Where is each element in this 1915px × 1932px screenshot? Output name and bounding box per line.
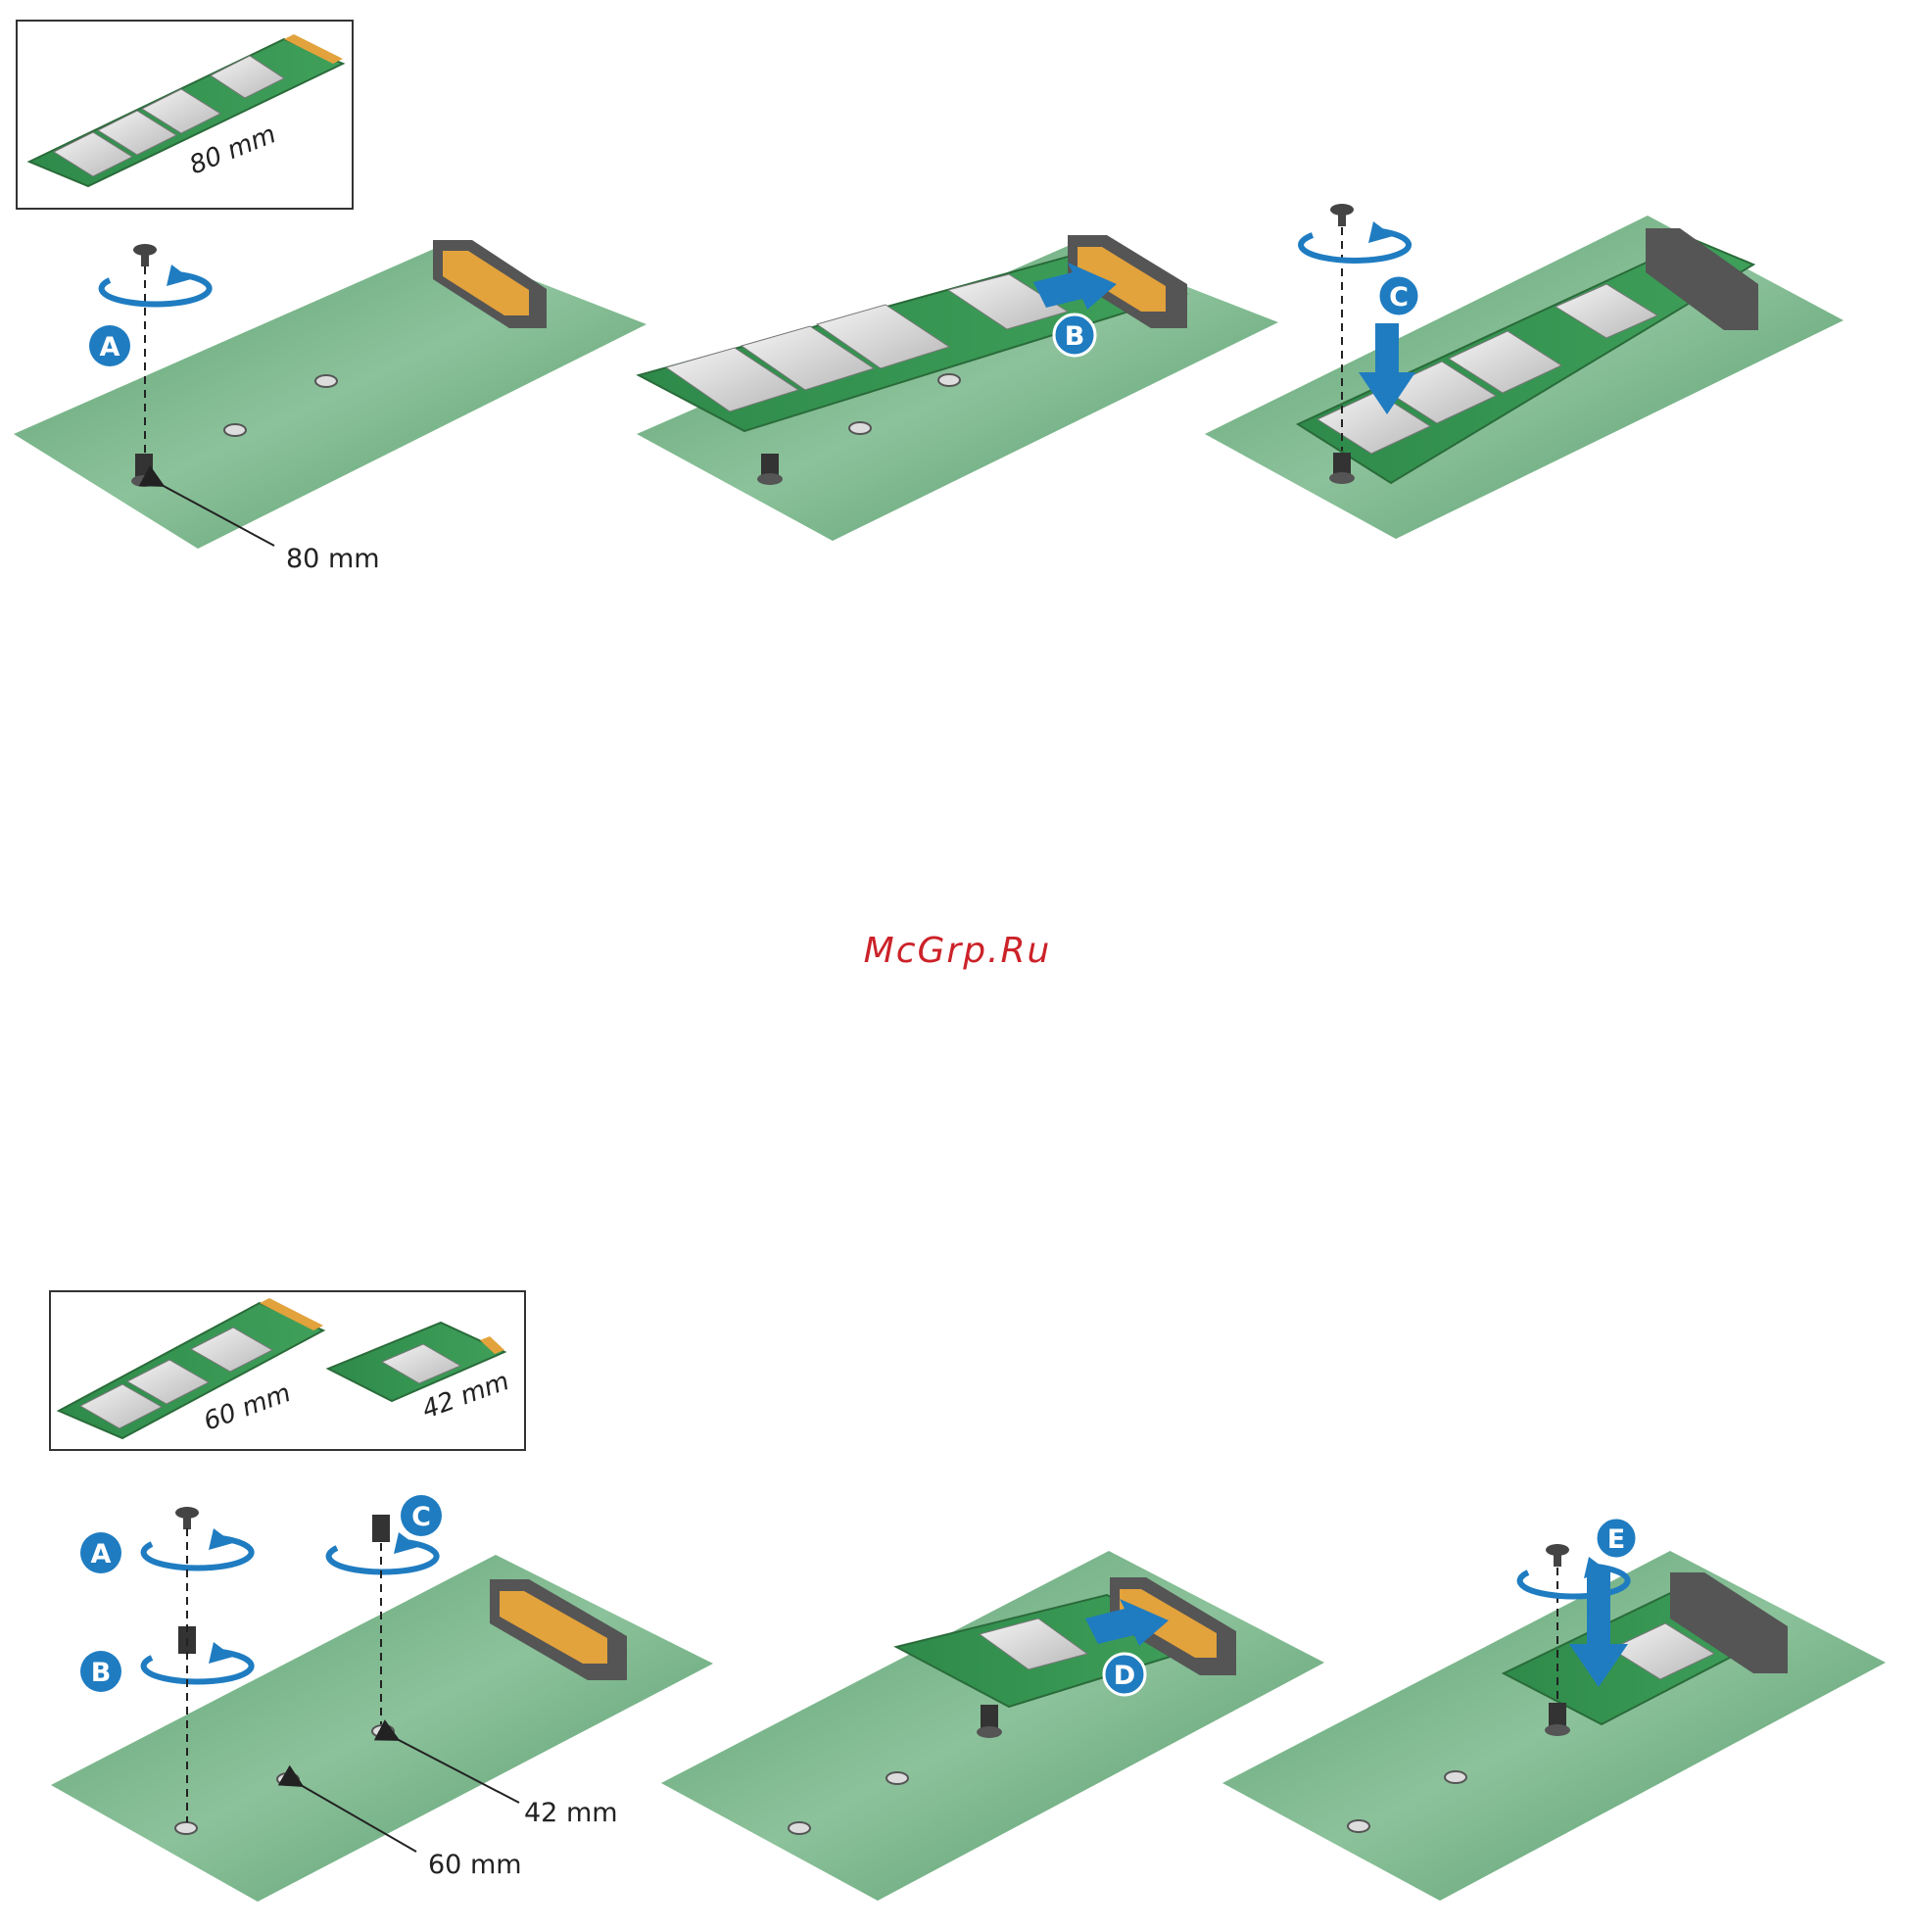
top-panel-3: C xyxy=(1205,204,1843,539)
svg-text:D: D xyxy=(1114,1661,1135,1691)
bottom-panel-2: D xyxy=(661,1551,1324,1901)
svg-text:A: A xyxy=(100,332,120,362)
standoff-hole xyxy=(849,422,871,434)
standoff-hole xyxy=(1445,1771,1466,1783)
rotate-arrow-icon xyxy=(1301,221,1409,261)
svg-text:C: C xyxy=(1389,282,1409,313)
bottom-panel-3: E xyxy=(1222,1518,1886,1901)
screw-icon xyxy=(1546,1544,1569,1567)
step-badge-a: A xyxy=(80,1532,121,1573)
callout-60mm: 60 mm xyxy=(428,1850,522,1880)
step-badge-c: C xyxy=(401,1495,442,1536)
standoff-hole xyxy=(886,1772,908,1784)
screw-icon xyxy=(1330,204,1354,226)
standoff-hole xyxy=(372,1725,394,1737)
rotate-arrow-icon xyxy=(144,1642,252,1681)
screw-icon xyxy=(175,1507,199,1529)
motherboard xyxy=(14,245,646,549)
svg-text:B: B xyxy=(1065,321,1085,352)
svg-text:C: C xyxy=(411,1502,431,1532)
rotate-arrow-icon xyxy=(102,265,210,304)
standoff-hole xyxy=(224,424,246,436)
callout-80mm: 80 mm xyxy=(286,544,380,574)
svg-text:B: B xyxy=(91,1658,112,1688)
top-panel-2: B xyxy=(637,235,1278,541)
step-badge-b: B xyxy=(1054,314,1095,356)
step-badge-d: D xyxy=(1104,1654,1145,1695)
watermark: McGrp.Ru xyxy=(0,931,1915,971)
bottom-panel-1: A B C 42 mm 60 mm xyxy=(51,1495,713,1902)
standoff-icon xyxy=(372,1515,390,1542)
standoff-hole xyxy=(277,1773,299,1785)
step-badge-e: E xyxy=(1596,1518,1637,1559)
legend-80mm: 80 mm xyxy=(17,21,353,209)
standoff-hole xyxy=(175,1822,197,1834)
rotate-arrow-icon xyxy=(1520,1557,1628,1596)
standoff-hole xyxy=(1348,1820,1369,1832)
screw-icon xyxy=(133,244,157,266)
top-panel-1: A 80 mm xyxy=(14,240,646,574)
callout-42mm: 42 mm xyxy=(524,1798,618,1828)
standoff-hole xyxy=(938,374,960,386)
standoff-hole xyxy=(789,1822,810,1834)
step-badge-a: A xyxy=(89,325,130,366)
svg-text:A: A xyxy=(91,1539,112,1570)
step-badge-b: B xyxy=(80,1651,121,1692)
svg-text:E: E xyxy=(1607,1524,1625,1555)
legend-60-42mm: 60 mm 42 mm xyxy=(50,1291,525,1450)
rotate-arrow-icon xyxy=(144,1528,252,1568)
step-badge-c: C xyxy=(1378,275,1419,316)
standoff-hole xyxy=(315,375,337,387)
